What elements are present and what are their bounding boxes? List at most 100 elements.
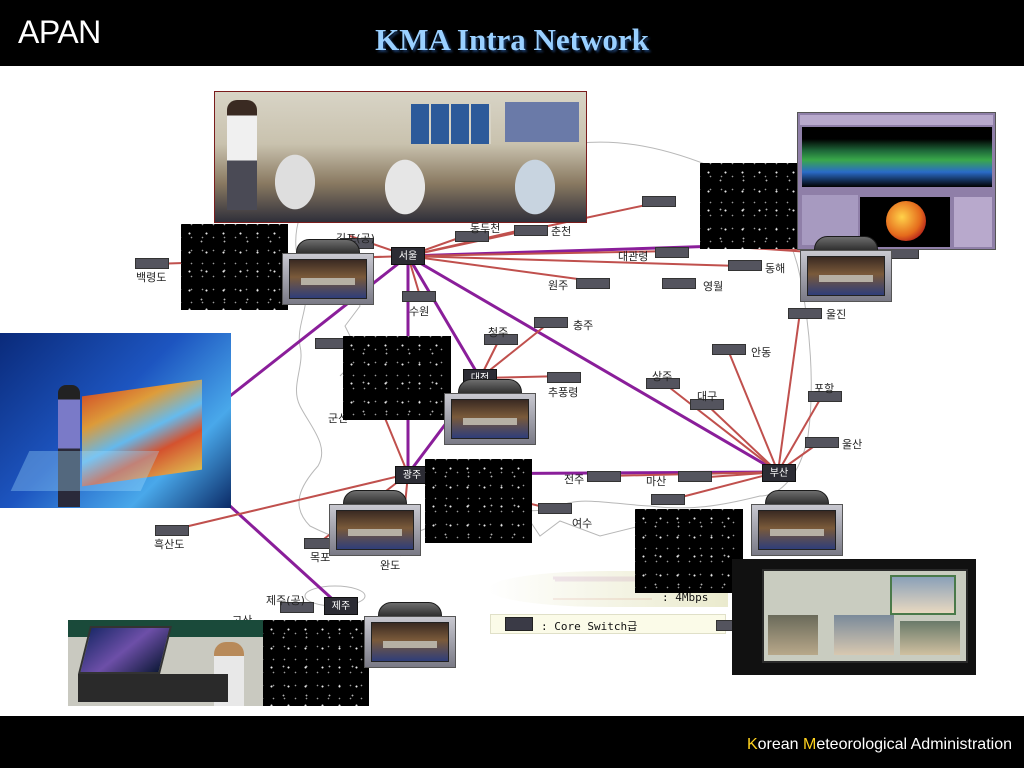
station-yeosu: 여수 xyxy=(572,517,593,530)
station-tag xyxy=(651,494,685,505)
seated-people xyxy=(255,142,585,222)
satellite-image-5 xyxy=(635,509,743,593)
station-tag xyxy=(534,317,568,328)
meeting-room-photo xyxy=(214,91,587,223)
station-wando: 완도 xyxy=(380,559,401,572)
apan-logo-text: APAN xyxy=(18,14,101,50)
station-ulsan: 울산 xyxy=(842,438,863,451)
station-mokpo: 목포 xyxy=(310,551,331,564)
footer-bar: Korean Meteorological Administration xyxy=(0,716,1024,768)
station-tag xyxy=(587,471,621,482)
station-tag xyxy=(662,278,696,289)
station-wonju: 원주 xyxy=(548,279,569,292)
vr-person xyxy=(58,385,80,507)
model-side-panel xyxy=(954,197,992,247)
station-daegwallyeong: 대관령 xyxy=(618,250,649,263)
hub-busan: 부산 xyxy=(762,464,796,482)
station-heuksando: 흑산도 xyxy=(154,538,185,551)
station-dongducheon: 동두천 xyxy=(470,222,501,235)
satellite-image-6 xyxy=(263,620,369,706)
station-tag xyxy=(712,344,746,355)
station-tag xyxy=(805,437,839,448)
station-yeongwol: 영월 xyxy=(703,280,724,293)
station-tag xyxy=(402,291,436,302)
legend-panel: : 4Mbps : Core Switch급 xyxy=(488,571,728,635)
station-tag xyxy=(728,260,762,271)
model-window-titlebar xyxy=(800,115,993,125)
station-daegu: 대구 xyxy=(697,390,718,403)
model-3d-view xyxy=(802,127,992,187)
station-chupungnyeong: 추풍령 xyxy=(548,386,579,399)
satellite-image-1 xyxy=(181,224,288,310)
vc-unit-daejeon xyxy=(444,379,536,445)
station-andong: 안동 xyxy=(751,346,772,359)
satellite-image-3 xyxy=(343,336,451,420)
vc-unit-gwangju xyxy=(329,490,421,556)
footer-orean: orean xyxy=(757,736,803,753)
touch-screen xyxy=(78,626,172,674)
station-chungju: 충주 xyxy=(573,319,594,332)
station-donghae: 동해 xyxy=(765,262,786,275)
hub-jeju: 제주 xyxy=(324,597,358,615)
footer-m: M xyxy=(803,736,817,753)
station-tag xyxy=(514,225,548,236)
station-jeju-airport: 제주(공) xyxy=(266,594,305,607)
vc-display xyxy=(762,569,968,663)
station-tag xyxy=(808,391,842,402)
vc-participant-2 xyxy=(834,615,894,655)
hub-gwangju: 광주 xyxy=(395,466,429,484)
station-tag xyxy=(690,399,724,410)
vc-participant-4 xyxy=(900,621,960,655)
station-cheongju: 청주 xyxy=(488,326,509,339)
station-tag xyxy=(280,602,314,613)
station-baengnyeongdo: 백령도 xyxy=(136,271,167,284)
touch-display-photo xyxy=(68,620,263,706)
vc-unit-gangneung xyxy=(800,236,892,302)
station-sangju: 상주 xyxy=(652,370,673,383)
station-tag xyxy=(547,372,581,383)
station-tag xyxy=(576,278,610,289)
hub-seoul: 서울 xyxy=(391,247,425,265)
legend-speed-label: : 4Mbps xyxy=(662,591,709,604)
core-switch-swatch xyxy=(505,617,533,631)
station-tag xyxy=(678,471,712,482)
footer-k: K xyxy=(746,736,758,753)
station-chuncheon: 춘천 xyxy=(551,225,572,238)
satellite-image-4 xyxy=(425,459,532,543)
vr-floor xyxy=(10,451,160,491)
vc-unit-seoul xyxy=(282,239,374,305)
page-title: KMA Intra Network xyxy=(375,22,649,57)
touch-desk xyxy=(78,674,228,702)
wall-screen-large xyxy=(505,102,579,142)
station-tag xyxy=(538,503,572,514)
station-tag xyxy=(135,258,169,269)
globe-view xyxy=(860,197,950,247)
station-suwon: 수원 xyxy=(409,305,430,318)
station-tag xyxy=(642,196,676,207)
station-masan: 마산 xyxy=(646,475,667,488)
station-jeonju: 전주 xyxy=(564,473,585,486)
station-tag xyxy=(655,247,689,258)
station-tag xyxy=(455,231,489,242)
vc-participant-3 xyxy=(890,575,956,615)
station-tag xyxy=(646,378,680,389)
vc-unit-jeju xyxy=(364,602,456,668)
virtual-reality-3d-photo xyxy=(0,333,231,508)
station-tag xyxy=(155,525,189,536)
weather-model-window xyxy=(797,112,996,250)
video-conference-screen xyxy=(732,559,976,675)
legend-core-row: : Core Switch급 xyxy=(490,614,726,634)
legend-core-label: : Core Switch급 xyxy=(541,620,638,633)
header-bar: APAN KMA Intra Network xyxy=(0,0,1024,66)
footer-eteorological: eteorological Administration xyxy=(816,736,1012,753)
station-uljin: 울진 xyxy=(826,308,847,321)
footer-org-name: Korean Meteorological Administration xyxy=(747,736,1012,754)
vc-unit-busan xyxy=(751,490,843,556)
presenter-figure xyxy=(227,100,257,210)
station-pohang: 포항 xyxy=(814,382,835,395)
vc-participant-1 xyxy=(768,615,818,655)
station-tag xyxy=(484,334,518,345)
satellite-image-2 xyxy=(700,163,797,249)
station-tag xyxy=(788,308,822,319)
wall-screens xyxy=(411,104,491,144)
